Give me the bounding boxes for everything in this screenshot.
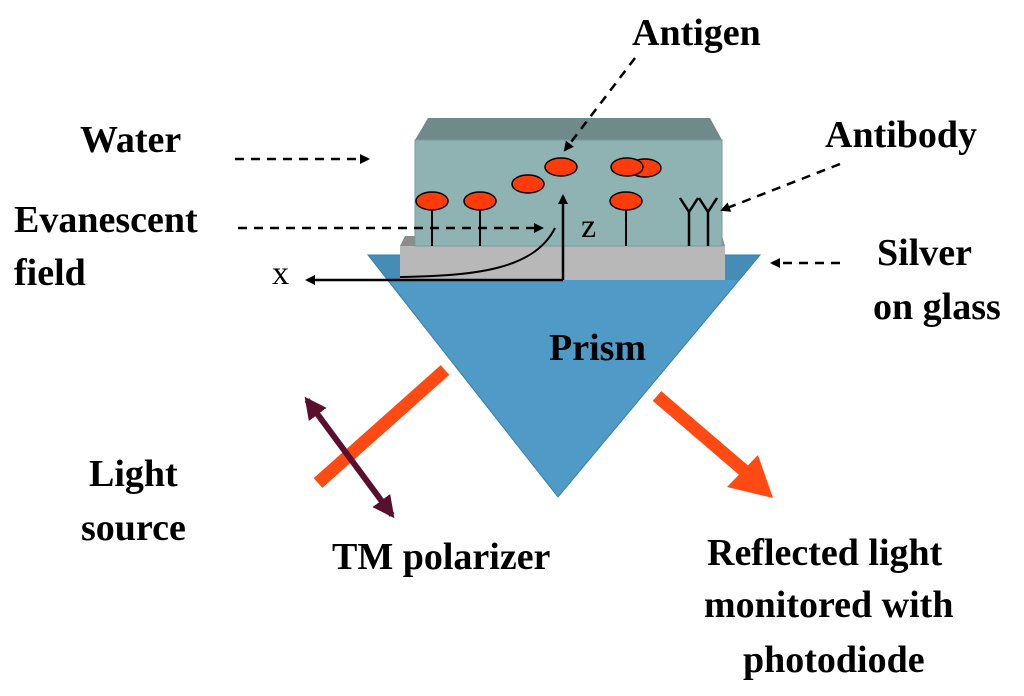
reflected-beam [652, 391, 753, 479]
evanescent-label-line2: field [14, 252, 86, 294]
reflected-label-line1: Reflected light [707, 532, 943, 574]
antigen-molecule [511, 174, 545, 194]
antigen-molecule [463, 191, 497, 211]
antibody-label: Antibody [825, 114, 977, 156]
antigen-pointer [563, 57, 636, 152]
incident-beam [313, 365, 450, 488]
evanescent-label-line1: Evanescent [14, 199, 198, 241]
silver-label-line2: on glass [873, 286, 1001, 328]
antibody-molecules [678, 197, 719, 246]
antibody-pointer [720, 162, 841, 212]
tm-polarizer-label: TM polarizer [332, 536, 551, 578]
antigen-label: Antigen [632, 12, 761, 54]
reflected-label-line2: monitored with [704, 584, 953, 626]
light-source-line1: Light [89, 453, 178, 495]
antigen-molecule [610, 157, 644, 177]
antigen-molecule [544, 157, 578, 177]
reflected-arrowhead [727, 455, 773, 498]
z-axis-label: z [581, 208, 596, 245]
reflected-label-line3: photodiode [743, 639, 925, 681]
water-top [415, 118, 722, 140]
water-label: Water [80, 119, 181, 161]
antigen-molecule [609, 191, 643, 211]
antigen-molecule [415, 191, 449, 211]
prism-label: Prism [549, 327, 646, 369]
antigen-molecules [415, 157, 662, 211]
pointer-arrows [235, 57, 841, 268]
polarizer-arrow [304, 396, 395, 519]
water-cell [414, 139, 723, 247]
x-axis-label: x [272, 255, 289, 292]
evanescent-curve [399, 227, 556, 278]
prism [366, 254, 762, 498]
silver-label-line1: Silver [877, 232, 972, 274]
light-source-line2: source [81, 507, 186, 549]
